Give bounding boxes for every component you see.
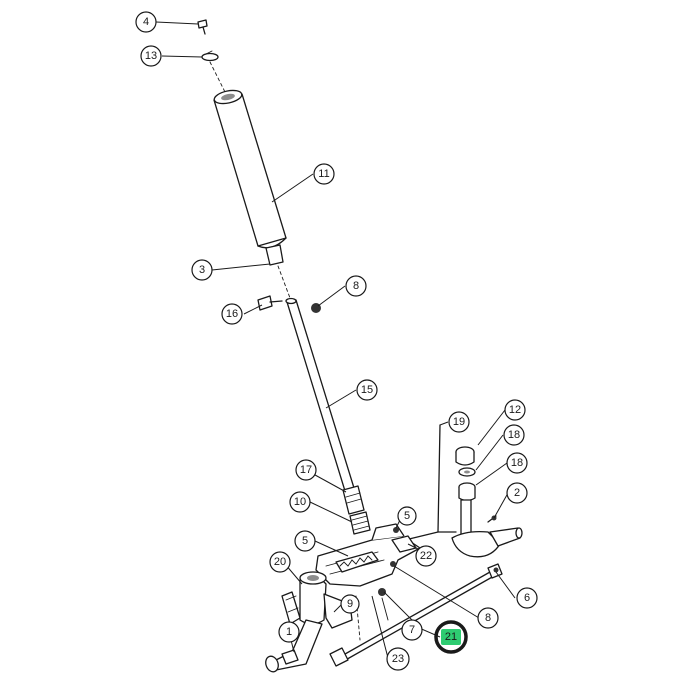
callout-4: 4 bbox=[135, 11, 157, 33]
svg-text:5: 5 bbox=[404, 510, 410, 522]
svg-text:15: 15 bbox=[361, 384, 373, 396]
tie-rod-upper-part bbox=[404, 424, 457, 541]
svg-text:4: 4 bbox=[143, 16, 149, 28]
bushing-upper-part bbox=[458, 467, 476, 477]
callout-2: 2 bbox=[506, 482, 528, 504]
sector-gear-part bbox=[335, 551, 379, 573]
bushing-lower-part bbox=[458, 482, 476, 502]
svg-text:10: 10 bbox=[294, 496, 306, 508]
tie-rod-lower-part bbox=[329, 563, 503, 667]
steering-shaft-part bbox=[285, 297, 355, 492]
callout-16: 16 bbox=[221, 303, 243, 325]
callout-22: 22 bbox=[415, 545, 437, 567]
svg-text:9: 9 bbox=[347, 598, 353, 610]
callout-7: 7 bbox=[401, 619, 423, 641]
svg-text:21: 21 bbox=[445, 631, 457, 643]
screw-part bbox=[197, 19, 208, 35]
callout-11: 11 bbox=[313, 163, 335, 185]
svg-text:2: 2 bbox=[514, 487, 520, 499]
svg-text:3: 3 bbox=[199, 264, 205, 276]
callout-12: 12 bbox=[504, 399, 526, 421]
callout-8: 8 bbox=[345, 275, 367, 297]
callout-1: 1 bbox=[278, 621, 300, 643]
svg-text:12: 12 bbox=[509, 404, 521, 416]
callout-20: 20 bbox=[269, 551, 291, 573]
callout-5-right: 5 bbox=[397, 506, 417, 526]
svg-text:1: 1 bbox=[286, 626, 292, 638]
callout-6: 6 bbox=[516, 587, 538, 609]
pinion-gear-part bbox=[349, 511, 371, 535]
svg-text:20: 20 bbox=[274, 556, 286, 568]
svg-text:19: 19 bbox=[453, 416, 465, 428]
callout-15: 15 bbox=[356, 379, 378, 401]
svg-text:7: 7 bbox=[409, 624, 415, 636]
lower-shaft-part bbox=[265, 619, 323, 673]
callout-3: 3 bbox=[191, 259, 213, 281]
callout-9: 9 bbox=[340, 594, 360, 614]
highlight-fill bbox=[441, 629, 461, 645]
svg-text:11: 11 bbox=[318, 168, 329, 180]
callout-13: 13 bbox=[140, 45, 162, 67]
spindle-part bbox=[451, 499, 523, 558]
clip-part bbox=[201, 50, 219, 62]
callout-18-upper: 18 bbox=[503, 424, 525, 446]
svg-text:18: 18 bbox=[511, 457, 523, 469]
callout-18-lower: 18 bbox=[506, 452, 528, 474]
handle-tip-part bbox=[265, 244, 284, 266]
callout-5-left: 5 bbox=[294, 530, 316, 552]
callout-21-highlighted[interactable]: 21 bbox=[434, 620, 468, 654]
svg-text:5: 5 bbox=[302, 535, 308, 547]
callout-23: 23 bbox=[386, 647, 410, 671]
callout-19: 19 bbox=[448, 411, 470, 433]
svg-text:18: 18 bbox=[508, 429, 520, 441]
handle-grip-part bbox=[213, 89, 287, 249]
svg-text:22: 22 bbox=[420, 550, 432, 562]
svg-text:17: 17 bbox=[300, 464, 312, 476]
svg-text:13: 13 bbox=[145, 50, 157, 62]
shaft-coupler-part bbox=[342, 485, 365, 515]
svg-text:16: 16 bbox=[226, 308, 238, 320]
svg-text:8: 8 bbox=[353, 280, 359, 292]
svg-text:23: 23 bbox=[392, 653, 404, 665]
callout-10: 10 bbox=[289, 491, 311, 513]
spindle-cap-part bbox=[455, 446, 475, 466]
bolt-part bbox=[257, 295, 283, 311]
svg-text:8: 8 bbox=[485, 612, 491, 624]
svg-text:6: 6 bbox=[524, 592, 530, 604]
lock-nut-part bbox=[378, 588, 389, 621]
highlight-ring bbox=[434, 620, 468, 654]
callout-17: 17 bbox=[295, 459, 317, 481]
callout-8-lower: 8 bbox=[477, 607, 499, 629]
